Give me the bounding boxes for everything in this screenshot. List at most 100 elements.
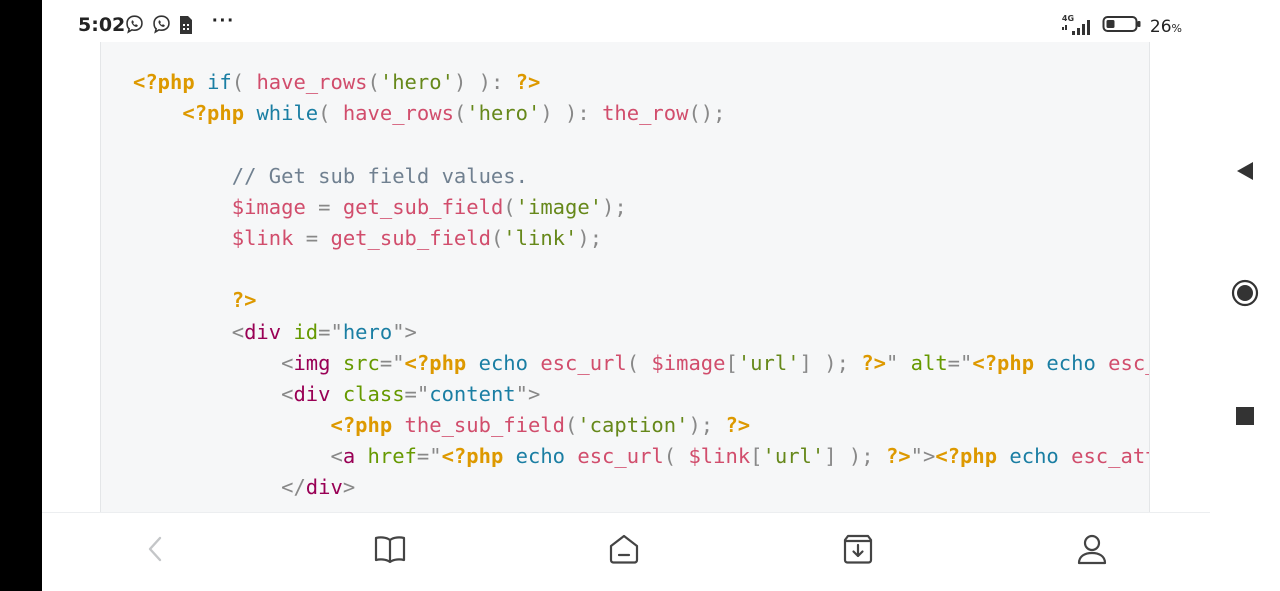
code-token: echo [515,444,578,469]
code-token: echo [478,350,541,375]
code-token: > [342,475,356,500]
code-line: <?php if( have_rows('hero') ): ?> [133,67,1149,98]
system-recents-button[interactable] [1232,405,1258,431]
user-icon [1075,532,1109,571]
battery-icon [1102,14,1142,39]
code-token: (); [688,101,726,126]
status-notification-icons [124,14,194,40]
code-token: < [231,319,245,344]
downloads-button[interactable] [838,531,878,571]
code-token: =" [416,444,442,469]
code-token: hero [342,319,393,344]
square-recents-icon [1235,406,1255,431]
sim-card-icon [178,15,194,40]
status-time: 5:02 [78,14,126,36]
code-token: $link [688,444,751,469]
code-token [133,475,281,499]
code-token: id [293,319,319,344]
code-token: ( [231,70,257,94]
code-token: div [305,475,343,500]
code-token [133,195,232,219]
code-line: <img src="<?php echo esc_url( $image['ur… [133,348,1149,379]
code-token: ( [367,70,380,94]
code-token [330,382,342,406]
code-token: // Get sub field values. [231,163,528,188]
code-token: have_rows [342,101,454,126]
browser-bottom-toolbar [42,512,1210,591]
code-token: ( [626,350,652,375]
code-token: <?php [441,444,516,469]
code-token: get_sub_field [330,225,491,250]
code-token: =" [318,319,343,344]
code-token: <?php [935,444,1010,469]
code-token: ?> [885,444,911,469]
code-token: ); [602,194,627,219]
code-token: if [207,70,232,94]
code-token: ); [688,413,726,438]
system-home-button[interactable] [1231,279,1259,308]
code-token: src [342,350,380,375]
code-token [330,351,342,375]
reader-button[interactable] [370,531,410,571]
code-token: echo [1046,350,1109,375]
code-line: $link = get_sub_field('link'); [133,223,1149,254]
code-token: 'url' [762,444,825,469]
code-token: "> [515,381,541,406]
code-block: <?php if( have_rows('hero') ): ?> <?php … [100,42,1150,512]
code-token: = [293,225,331,250]
code-token [133,444,330,468]
code-token: esc_attr [1108,350,1149,375]
viber-icon [124,14,145,40]
code-token: ] ); [824,444,886,469]
battery-percent: 26% [1149,16,1182,37]
code-token: ( [318,101,343,126]
code-token: esc_url [577,444,664,469]
profile-button[interactable] [1072,531,1112,571]
chevron-left-icon [141,534,171,569]
network-type-label: 4G [1061,13,1075,23]
code-token: $link [231,225,294,250]
code-token: <?php [330,413,405,438]
code-token: esc_attr [1071,444,1149,469]
code-line: <div class="content"> [133,379,1149,410]
signal-icon: 4G [1060,13,1094,38]
code-token: = [305,194,343,219]
code-line: <?php the_sub_field('caption'); ?> [133,410,1149,441]
code-token [133,288,232,312]
system-back-button[interactable] [1232,160,1258,186]
code-token: ?> [725,413,751,438]
code-content: <?php if( have_rows('hero') ): ?> <?php … [133,67,1149,504]
code-line: <a href="<?php echo esc_url( $link['url'… [133,441,1149,472]
code-token: < [281,381,294,406]
back-button[interactable] [136,531,176,571]
code-token: have_rows [256,70,368,94]
code-token: [ [725,350,738,375]
code-token [133,382,281,406]
code-token: < [330,444,343,469]
code-line: </div> [133,472,1149,503]
code-line [133,129,1149,160]
code-token: <?php [404,350,479,375]
code-token [355,444,367,468]
viber-icon [151,14,172,40]
code-token: the_row [602,101,689,126]
system-navigation-bar [1210,0,1280,591]
code-token: </ [281,475,306,500]
code-token: ) ): [540,101,603,126]
status-system-icons: 4G 26% [1060,14,1182,39]
code-token: 'image' [515,194,603,219]
status-bar: 5:02 ··· 4G [42,0,1210,46]
code-token: a [342,444,356,469]
code-token [133,226,232,250]
code-token: ( [565,413,578,438]
home-button[interactable] [604,531,644,571]
code-token: the_sub_field [404,413,565,438]
code-token: div [293,381,331,406]
code-token [133,320,232,344]
code-line: $image = get_sub_field('image'); [133,192,1149,223]
code-token: =" [947,350,973,375]
code-line [133,254,1149,285]
code-token: ( [453,101,467,126]
circle-home-icon [1231,279,1259,312]
code-token: ) ): [453,70,516,94]
